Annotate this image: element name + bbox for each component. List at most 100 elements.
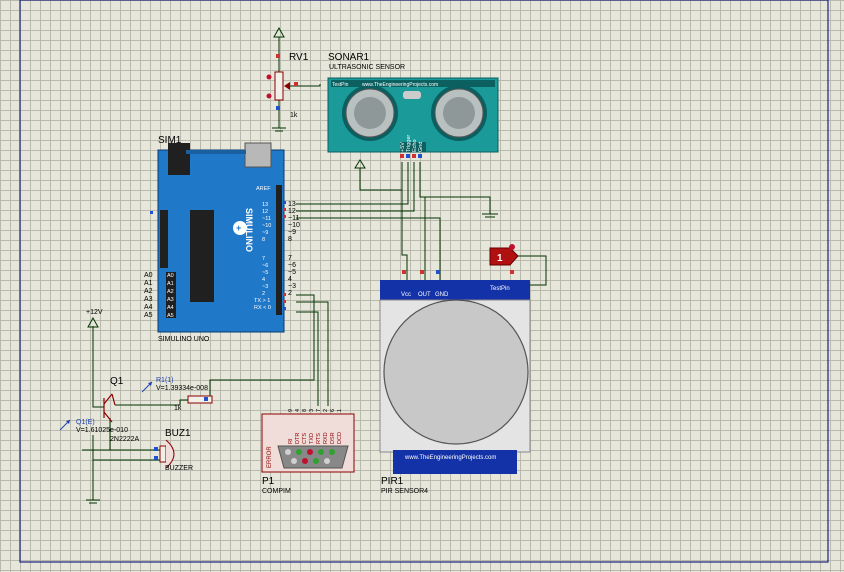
dpin-outer-3: ~3: [288, 283, 296, 290]
buzzer-desc: BUZZER: [165, 465, 193, 472]
dpin-outer-8: 8: [288, 236, 292, 243]
apin-a5: A5: [167, 313, 174, 319]
apin-a3: A3: [167, 297, 174, 303]
compim-pin-rts: RTS: [316, 433, 322, 444]
dpin-4: 4: [262, 277, 265, 283]
compim-num-7: 7: [316, 409, 322, 412]
dpin-7: 7: [262, 256, 265, 262]
apin-outer-a3: A3: [144, 296, 153, 303]
arduino-aref: AREF: [256, 186, 271, 192]
compim-num-2: 2: [323, 409, 329, 412]
apin-outer-a2: A2: [144, 288, 153, 295]
compim-label: P1: [262, 476, 275, 487]
compim-pin-dsr: DSR: [330, 432, 336, 444]
arduino-logo: SIMULINO: [244, 208, 254, 252]
compim-num-4: 4: [295, 409, 301, 412]
dpin-1: TX > 1: [254, 298, 270, 304]
sonar-desc: ULTRASONIC SENSOR: [329, 64, 405, 71]
transistor-part: 2N2222A: [110, 436, 140, 443]
pir-label: PIR1: [381, 476, 404, 487]
sonar-pin-markers: [400, 154, 422, 158]
transistor-probe[interactable]: [59, 419, 71, 431]
dpin-5: ~5: [262, 270, 268, 276]
arduino-digital-labels: 13 12 ~11 ~10 ~9 8 7 ~6 ~5 4 ~3 2 TX > 1…: [254, 202, 271, 311]
arduino-analog-inner: A0 A1 A2 A3 A4 A5: [167, 273, 174, 319]
dpin-2: 2: [262, 291, 265, 297]
pir-pin-labels: Vcc OUT GND TestPin: [401, 286, 510, 298]
compim-num-1: 1: [337, 409, 343, 412]
dpin-outer-6: ~6: [288, 262, 296, 269]
pir-sensor[interactable]: [379, 270, 531, 474]
sonar-pin-trigger: Trigger: [406, 135, 412, 152]
buzzer[interactable]: [154, 439, 175, 469]
dpin-11: ~11: [262, 216, 271, 222]
transistor-probe-value: V=1.61025e-010: [76, 427, 128, 434]
compim-pin-dcd: DCD: [337, 432, 343, 444]
dpin-8: 8: [262, 237, 265, 243]
resistor-value: 1k: [174, 405, 182, 412]
resistor-probe-label: R1(1): [156, 377, 174, 384]
sonar-pin-labels: +5V Trigger Echo Gnd: [400, 135, 424, 152]
compim-pin-numbers: 9 4 8 3 7 2 6 1: [288, 409, 343, 412]
apin-a0: A0: [167, 273, 174, 279]
arduino-model: SIMULINO UNO: [158, 336, 210, 343]
apin-outer-a5: A5: [144, 312, 153, 319]
arduino-pin-markers: [150, 201, 286, 310]
pir-desc: PIR SENSOR4: [381, 488, 428, 495]
logic-probe[interactable]: [489, 244, 519, 266]
rv1-potentiometer[interactable]: [266, 54, 299, 110]
arduino-board[interactable]: +: [157, 142, 285, 333]
dpin-outer-7: 7: [288, 255, 292, 262]
compim-num-6: 6: [330, 409, 336, 412]
pir-pin-vcc: Vcc: [401, 292, 411, 298]
dpin-13: 13: [262, 202, 268, 208]
apin-a2: A2: [167, 289, 174, 295]
sonar-brand: TestPin: [332, 82, 349, 88]
resistor-r1[interactable]: [141, 381, 213, 404]
svg-text:+: +: [236, 223, 241, 233]
compim-num-8: 8: [302, 409, 308, 412]
pir-testpin: TestPin: [490, 286, 510, 292]
transistor-label: Q1: [110, 376, 124, 387]
compim-num-3: 3: [309, 409, 315, 412]
compim-pin-ri: RI: [288, 438, 294, 444]
dpin-outer-9: ~9: [288, 229, 296, 236]
arduino-digital-outer: 13 12 ~11 ~10 ~9 8 7 ~6 ~5 4 ~3 2: [288, 201, 300, 297]
wires: [82, 84, 547, 500]
transistor-probe-label: Q1(E): [76, 419, 95, 426]
compim-pin-txd: TXD: [309, 433, 315, 444]
resistor-probe-value: V=1.39334e-008: [156, 385, 208, 392]
dpin-12: 12: [262, 209, 268, 215]
sonar-website: www.TheEngineeringProjects.com: [362, 82, 438, 88]
dpin-9: ~9: [262, 230, 268, 236]
dpin-outer-5: ~5: [288, 269, 296, 276]
sonar-pin-echo: Echo: [412, 139, 418, 152]
ultrasonic-sensor[interactable]: [327, 77, 499, 153]
dpin-outer-4: 4: [288, 276, 292, 283]
dpin-10: ~10: [262, 223, 271, 229]
apin-a4: A4: [167, 305, 174, 311]
dpin-0: RX < 0: [254, 305, 271, 311]
transistor-q1[interactable]: [103, 393, 116, 423]
logic-probe-value: 1: [497, 253, 503, 264]
sonar-label: SONAR1: [328, 52, 370, 63]
dpin-6: ~6: [262, 263, 268, 269]
compim-connector[interactable]: [261, 413, 355, 473]
ground-symbols: [86, 100, 498, 504]
compim-error: ERROR: [267, 446, 273, 468]
buzzer-label: BUZ1: [165, 428, 191, 439]
compim-num-9: 9: [288, 409, 294, 412]
compim-pin-rxd: RXD: [323, 432, 329, 444]
rv1-label: RV1: [289, 52, 309, 63]
compim-pin-labels: RI DTR CTS TXD RTS RXD DSR DCD: [288, 432, 343, 444]
compim-desc: COMPIM: [262, 488, 291, 495]
sheet-border: [19, 0, 829, 563]
dpin-outer-11: ~11: [288, 215, 299, 222]
dpin-outer-2: 2: [288, 290, 292, 297]
pir-pin-out: OUT: [418, 292, 431, 298]
pir-website: www.TheEngineeringProjects.com: [404, 455, 496, 461]
pir-pin-gnd: GND: [435, 292, 449, 298]
apin-a1: A1: [167, 281, 174, 287]
